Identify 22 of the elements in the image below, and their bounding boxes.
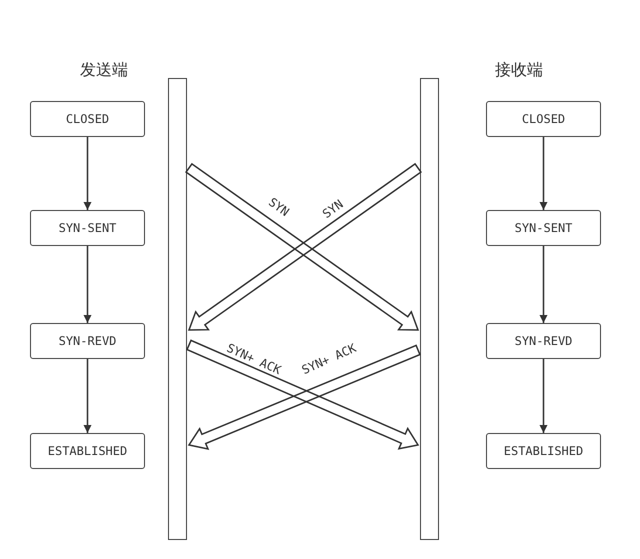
arrow bbox=[540, 359, 548, 433]
state-box: ESTABLISHED bbox=[486, 433, 601, 469]
arrow bbox=[540, 137, 548, 210]
state-box: CLOSED bbox=[30, 101, 145, 137]
edge-label: SYN+ ACK bbox=[224, 340, 284, 378]
lifeline-bar bbox=[168, 78, 187, 540]
state-box: SYN-SENT bbox=[486, 210, 601, 246]
arrow bbox=[84, 359, 92, 433]
arrow bbox=[84, 137, 92, 210]
state-box: SYN-REVD bbox=[30, 323, 145, 359]
edge-label: SYN+ ACK bbox=[300, 340, 358, 378]
state-box: SYN-SENT bbox=[30, 210, 145, 246]
state-box: SYN-REVD bbox=[486, 323, 601, 359]
state-box: CLOSED bbox=[486, 101, 601, 137]
edge-label: SYN bbox=[266, 194, 292, 220]
column-heading: 发送端 bbox=[80, 60, 128, 81]
state-box: ESTABLISHED bbox=[30, 433, 145, 469]
arrow bbox=[84, 246, 92, 323]
arrow bbox=[540, 246, 548, 323]
lifeline-bar bbox=[420, 78, 439, 540]
column-heading: 接收端 bbox=[495, 60, 543, 81]
edge-label: SYN bbox=[320, 196, 346, 222]
